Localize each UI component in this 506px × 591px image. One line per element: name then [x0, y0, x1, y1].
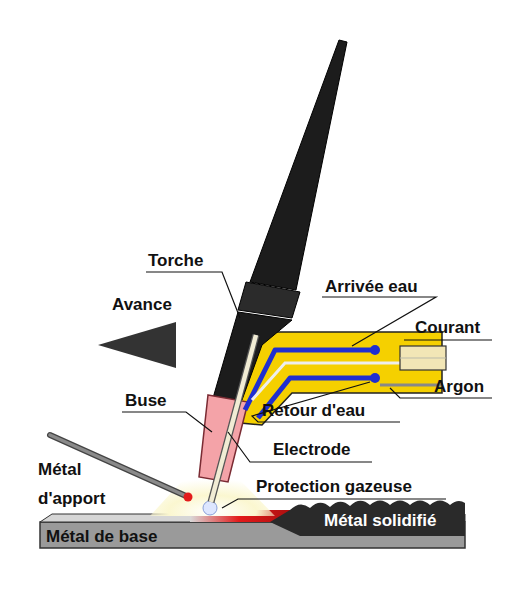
- part-label: Electrode: [273, 440, 350, 460]
- torch-handle: [250, 40, 347, 290]
- handle-collar: [238, 282, 300, 318]
- electrode: [211, 335, 256, 502]
- solidified-bead: [270, 501, 465, 537]
- part-label: Protection gazeuse: [256, 477, 412, 497]
- part-label: Métal de base: [46, 527, 158, 547]
- part-label: Métal d'apport: [38, 455, 118, 513]
- cable-line: [400, 358, 446, 359]
- arc: [203, 501, 217, 515]
- leader-lines: [122, 272, 492, 508]
- filler-tip: [184, 493, 193, 502]
- part-label: Arrivée eau: [325, 277, 418, 297]
- part-label: Retour d'eau: [262, 401, 365, 421]
- part-label: Argon: [434, 377, 484, 397]
- electrode-outline: [211, 335, 256, 502]
- water-in-end: [370, 345, 380, 355]
- advance-arrow: [98, 322, 176, 368]
- part-label: Courant: [415, 318, 480, 338]
- part-label: Torche: [148, 251, 203, 271]
- current-cable: [400, 346, 446, 370]
- water-return-end: [370, 373, 380, 383]
- part-label: Buse: [125, 391, 167, 411]
- argon-pipe: [380, 384, 442, 387]
- part-label: Métal solidifié: [324, 511, 436, 531]
- direction-label: Avance: [112, 295, 172, 315]
